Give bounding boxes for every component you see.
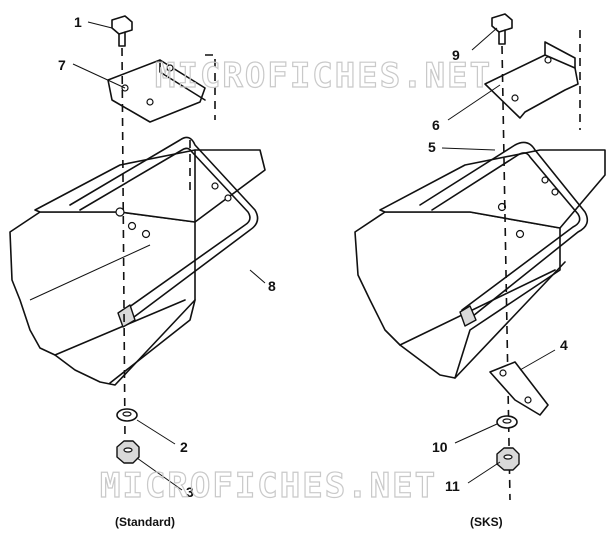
nut-standard [116, 440, 140, 464]
caption-sks: (SKS) [470, 515, 503, 529]
callout-4: 4 [560, 337, 568, 353]
callout-7: 7 [58, 57, 66, 73]
nut-sks [496, 447, 520, 471]
bolt-standard [111, 15, 133, 47]
callout-2: 2 [180, 439, 188, 455]
deck-sheet-standard [34, 149, 266, 223]
frame-panel-standard [9, 211, 196, 386]
bracket-sks [484, 54, 579, 119]
callout-6: 6 [432, 117, 440, 133]
watermark-top: MICROFICHES.NET [155, 56, 492, 96]
callout-1: 1 [74, 14, 82, 30]
standard-assembly: 1 7 8 2 3 (Standard) [9, 14, 276, 529]
callout-9: 9 [452, 47, 460, 63]
callout-5: 5 [428, 139, 436, 155]
axis-standard [121, 47, 126, 441]
rail-frame-sks [419, 141, 589, 321]
callout-11: 11 [445, 478, 460, 494]
frame-panel-sks [354, 211, 561, 379]
callout-8: 8 [268, 278, 276, 294]
washer-standard [116, 408, 138, 422]
callout-3: 3 [186, 484, 194, 500]
rail-frame-standard [69, 136, 259, 321]
bolt-sks [491, 13, 513, 45]
washer-sks [496, 415, 518, 429]
callout-10: 10 [432, 439, 448, 455]
caption-standard: (Standard) [115, 515, 175, 529]
watermark-bottom: MICROFICHES.NET [100, 466, 437, 506]
sks-assembly: 9 6 5 4 10 11 (SKS) [354, 13, 606, 529]
strap-sks [489, 361, 549, 416]
